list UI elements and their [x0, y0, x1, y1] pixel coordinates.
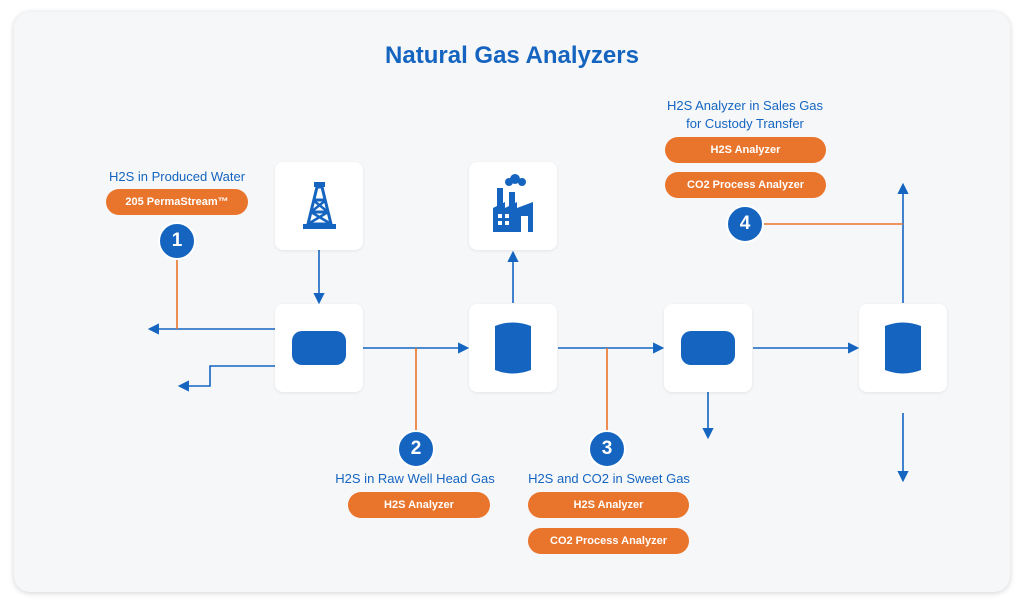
vertical-vessel-icon: [885, 322, 921, 374]
separator-box-2: [664, 304, 752, 392]
oil-derrick-icon: [303, 182, 336, 229]
point-4-badge: 4: [726, 205, 764, 243]
point-1-analyzer-pill: 205 PermaStream™: [106, 189, 248, 215]
point-1-label: H2S in Produced Water: [108, 169, 246, 184]
point-4-label-line-2: for Custody Transfer: [686, 116, 804, 131]
point-2-badge: 2: [397, 430, 435, 468]
separator-box-1: [275, 304, 363, 392]
point-3-analyzer-pill-2: CO2 Process Analyzer: [528, 528, 689, 554]
point-2-label: H2S in Raw Well Head Gas: [335, 471, 495, 486]
point-3-label: H2S and CO2 in Sweet Gas: [528, 471, 690, 486]
factory-icon: [493, 174, 533, 232]
oil-derrick-box: [275, 162, 363, 250]
horizontal-separator-icon: [681, 331, 735, 365]
vessel-box-2: [859, 304, 947, 392]
point-4-label-line-1: H2S Analyzer in Sales Gas: [666, 98, 824, 113]
factory-box: [469, 162, 557, 250]
point-4-analyzer-pill-2: CO2 Process Analyzer: [665, 172, 826, 198]
point-3-analyzer-pill-1: H2S Analyzer: [528, 492, 689, 518]
horizontal-separator-icon: [292, 331, 346, 365]
vertical-vessel-icon: [495, 322, 531, 374]
vessel-box-1: [469, 304, 557, 392]
flow-lower-outlet: [177, 365, 275, 392]
point-1-badge: 1: [158, 222, 196, 260]
diagram-title: Natural Gas Analyzers: [385, 42, 639, 69]
diagram-card: [14, 12, 1010, 592]
point-2-analyzer-pill: H2S Analyzer: [348, 492, 490, 518]
point-4-analyzer-pill-1: H2S Analyzer: [665, 137, 826, 163]
point-3-badge: 3: [588, 430, 626, 468]
